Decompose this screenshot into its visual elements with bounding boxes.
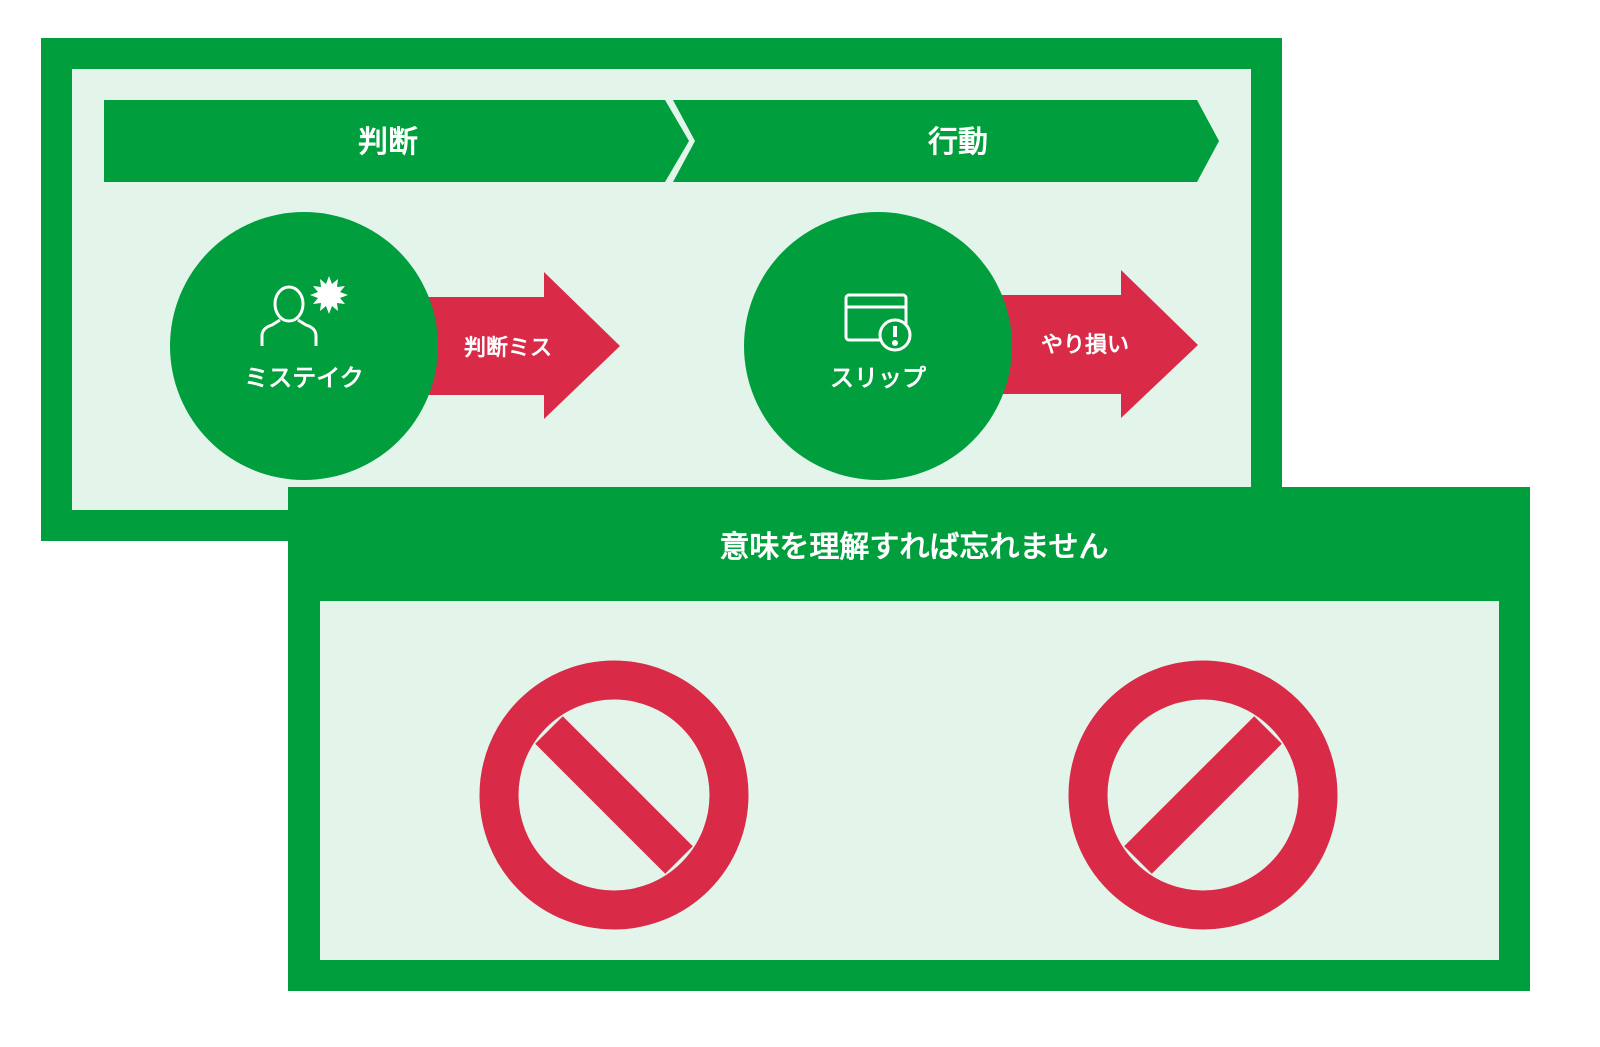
slip-circle: [744, 212, 1012, 480]
arrow-label-mistake: 判断ミス: [464, 335, 552, 361]
person-burst-icon: [260, 276, 348, 346]
prohibited-icon: [479, 660, 749, 930]
stage-banner-action: [673, 100, 1219, 182]
arrow-label-slip: やり損い: [1041, 333, 1129, 358]
circle-label-slip: スリップ: [830, 364, 927, 392]
prohibited-icon: [1068, 660, 1338, 930]
error-arrow-mistake: [400, 272, 620, 419]
top-panel: 判断 行動 判断ミス ミステイク やり損い スリップ: [41, 38, 1282, 541]
stage-banner-judgment: [104, 100, 689, 182]
window-alert-icon: [844, 293, 912, 352]
error-arrow-slip: [975, 270, 1198, 418]
bottom-panel: 意味を理解すれば忘れません: [288, 487, 1530, 991]
mistake-circle: [170, 212, 438, 480]
circle-label-mistake: ミステイク: [244, 364, 364, 392]
stage-label-judgment: 判断: [358, 125, 418, 160]
bottom-panel-title: 意味を理解すれば忘れません: [719, 530, 1108, 565]
stage-label-action: 行動: [927, 125, 988, 160]
